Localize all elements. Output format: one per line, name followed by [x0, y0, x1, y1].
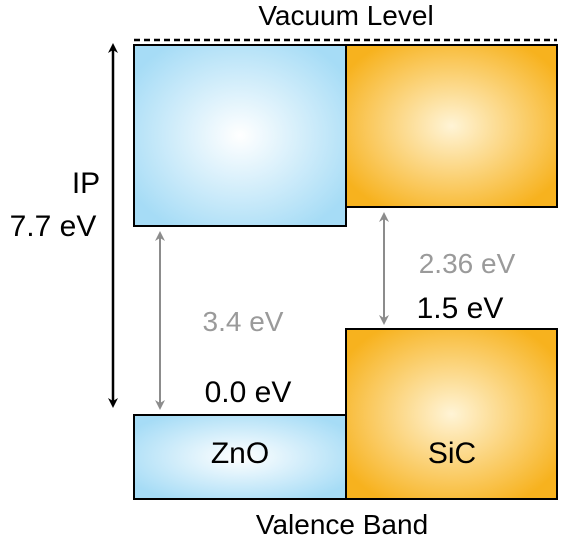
sic-valence-band — [345, 328, 558, 500]
zno-vb-energy: 0.0 eV — [205, 376, 292, 409]
sic-vb-energy: 1.5 eV — [417, 292, 504, 325]
sic-conduction-band — [345, 44, 558, 208]
valence-band-label: Valence Band — [256, 509, 428, 540]
zno-conduction-band — [133, 44, 347, 227]
vacuum-level-label: Vacuum Level — [258, 0, 433, 31]
ip-label: IP — [72, 167, 100, 200]
sic-label: SiC — [428, 437, 476, 470]
zno-gap-label: 3.4 eV — [203, 306, 284, 337]
ip-value: 7.7 eV — [10, 210, 97, 243]
sic-gap-label: 2.36 eV — [419, 248, 516, 279]
zno-label: ZnO — [211, 437, 269, 470]
